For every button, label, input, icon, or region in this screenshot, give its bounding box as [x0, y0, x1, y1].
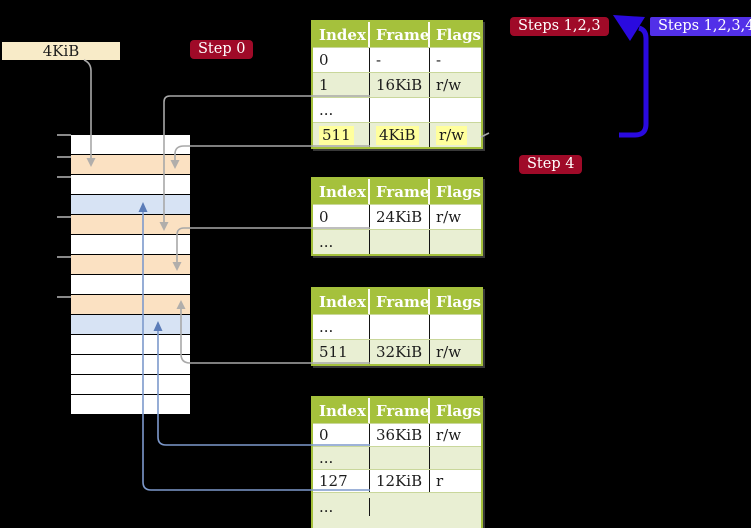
table-cell: -: [436, 51, 442, 69]
table-row: ...: [313, 97, 481, 122]
page-size-label: 4KiB: [2, 42, 120, 60]
table-cell: r/w: [436, 426, 462, 444]
table-cell: [430, 315, 481, 339]
table-cell: ...: [313, 315, 370, 339]
table-row: ...: [313, 229, 481, 254]
steps1234-big-arrow: [613, 15, 649, 138]
table-row: 511 4KiB r/w: [313, 122, 481, 147]
highlighted-value: 511: [319, 125, 354, 145]
table-cell: [430, 98, 481, 122]
table-row: ...: [313, 314, 481, 339]
memory-tick: [57, 256, 71, 258]
physical-memory-column: [71, 135, 190, 415]
connector-table1-row511-arrow: [170, 145, 370, 169]
column-header-flags: Flags: [436, 292, 481, 311]
memory-frame-row: [71, 315, 190, 335]
table-row: 0--: [313, 47, 481, 72]
table-cell: r: [436, 472, 444, 490]
highlighted-value: 4KiB: [376, 125, 419, 145]
step4-badge: Step 4: [519, 155, 583, 174]
column-header-frame: Frame: [370, 179, 430, 204]
table-cell: 0: [313, 205, 370, 229]
column-header-index: Index: [313, 22, 370, 47]
steps1234-badge: Steps 1,2,3,4: [650, 17, 751, 36]
table-cell: [370, 230, 430, 254]
table-cell: 32KiB: [370, 340, 430, 364]
steps123-badge: Steps 1,2,3: [510, 17, 609, 36]
table-cell: ...: [313, 447, 370, 469]
memory-frame-row: [71, 175, 190, 195]
memory-frame-row: [71, 195, 190, 215]
memory-frame-row: [71, 335, 190, 355]
table-cell: r/w: [436, 208, 462, 226]
column-header-frame: Frame: [370, 398, 430, 423]
memory-frame-row: [71, 215, 190, 235]
memory-frame-row: [71, 375, 190, 395]
table-cell: r/w: [436, 76, 462, 94]
memory-frame-row: [71, 295, 190, 315]
table-cell: [370, 315, 430, 339]
column-header-flags: Flags: [436, 401, 481, 420]
memory-frame-row: [71, 275, 190, 295]
table-cell: [430, 230, 481, 254]
table-cell: ...: [313, 230, 370, 254]
memory-tick: [57, 176, 71, 178]
memory-frame-row: [71, 255, 190, 275]
memory-frame-row: [71, 155, 190, 175]
table-cell: ...: [313, 498, 370, 516]
memory-tick: [57, 296, 71, 298]
table-cell: [430, 447, 481, 469]
table-cell: 24KiB: [370, 205, 430, 229]
table-cell: r/w: [436, 343, 462, 361]
table-cell: 511: [313, 123, 370, 147]
memory-tick: [57, 216, 71, 218]
memory-tick: [57, 156, 71, 158]
memory-frame-row: [71, 355, 190, 375]
memory-frame-row: [71, 135, 190, 155]
table-cell: -: [370, 48, 430, 72]
table-cell: [370, 447, 430, 469]
column-header-index: Index: [313, 398, 370, 423]
table-cell: 12KiB: [370, 470, 430, 492]
table-cell: 1: [313, 73, 370, 97]
table-cell: r/w: [430, 123, 481, 147]
column-header-flags: Flags: [436, 182, 481, 201]
memory-frame-row: [71, 235, 190, 255]
table-row: ...: [313, 492, 481, 528]
highlighted-value: r/w: [436, 125, 468, 145]
memory-frame-row: [71, 395, 190, 415]
table-row: ...: [313, 446, 481, 469]
table-cell: 127: [313, 470, 370, 492]
table-cell: 36KiB: [370, 424, 430, 446]
table-cell: [370, 98, 430, 122]
column-header-flags: Flags: [436, 25, 481, 44]
column-header-frame: Frame: [370, 289, 430, 314]
column-header-frame: Frame: [370, 22, 430, 47]
table-cell: 16KiB: [370, 73, 430, 97]
table-cell: 511: [313, 340, 370, 364]
table-cell: 0: [313, 48, 370, 72]
table-cell: 0: [313, 424, 370, 446]
table-cell: ...: [313, 98, 370, 122]
step0-badge: Step 0: [190, 40, 254, 59]
table-cell: 4KiB: [370, 123, 430, 147]
memory-tick: [57, 134, 71, 136]
column-header-index: Index: [313, 179, 370, 204]
column-header-index: Index: [313, 289, 370, 314]
